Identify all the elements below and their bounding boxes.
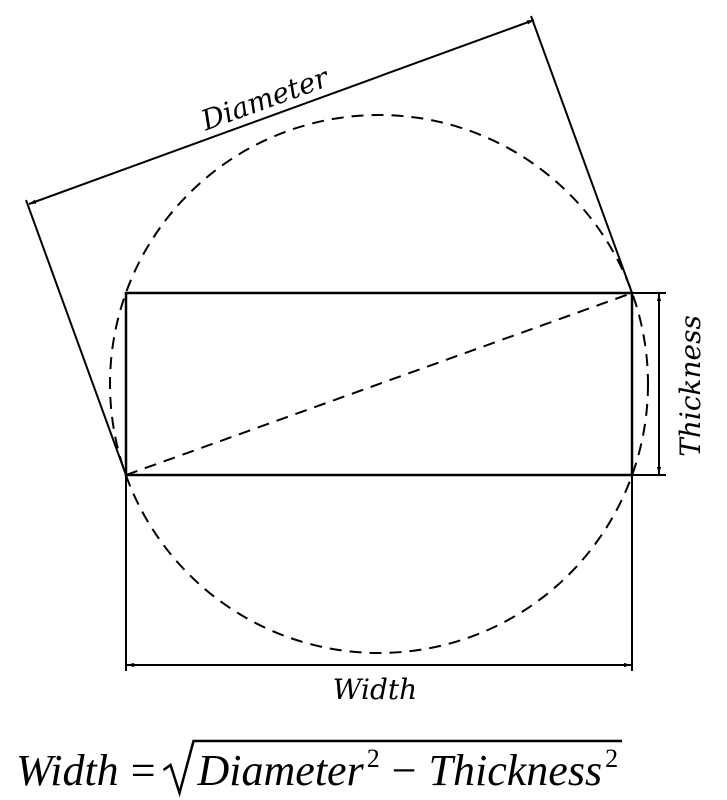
formula-exp1: 2 [367,744,380,773]
diameter-extension-left [25,199,127,476]
diameter-arrow [28,19,535,205]
formula-exp2: 2 [605,744,618,773]
formula-term2: Thickness [429,746,603,795]
formula-minus: − [392,746,417,795]
formula-term1: Diameter [197,746,365,795]
width-label: Width [333,673,417,706]
rectangle [124,291,634,477]
sqrt-sign [162,739,623,798]
thickness-label: Thickness [674,315,707,457]
diagonal-line [125,292,633,476]
formula-equals: = [131,746,156,795]
diameter-label: Diameter [196,60,334,137]
formula-lhs: Width [16,746,119,795]
diameter-extension-right [530,15,633,294]
